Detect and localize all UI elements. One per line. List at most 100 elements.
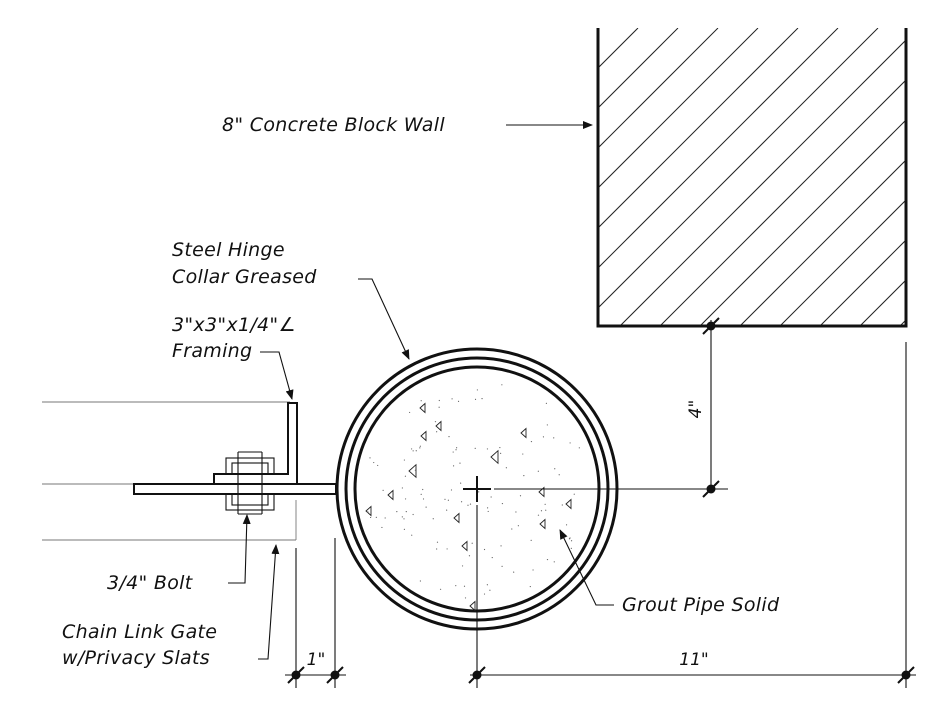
grout-speck bbox=[478, 491, 480, 493]
grout-speck bbox=[554, 468, 556, 470]
grout-speck bbox=[553, 561, 555, 563]
grout-speck bbox=[467, 504, 469, 506]
hatch-line bbox=[598, 28, 799, 229]
framing-callout: 3"x3"x1/4"∠ Framing bbox=[172, 314, 295, 400]
grout-speck bbox=[570, 540, 573, 542]
gap-dimension-label: 1" bbox=[307, 650, 326, 670]
grout-speck bbox=[537, 514, 540, 516]
grout-speck bbox=[578, 447, 580, 449]
grout-aggregate bbox=[565, 498, 572, 510]
framing-label-line2: Framing bbox=[172, 340, 252, 362]
dimension-gap: 1" bbox=[285, 538, 346, 688]
collar-label-line2: Collar Greased bbox=[172, 266, 317, 288]
grout-speck bbox=[419, 447, 421, 449]
horizontal-offset-dimension-label: 11" bbox=[679, 650, 708, 670]
grout-speck bbox=[570, 547, 572, 549]
bolt-callout: 3/4" Bolt bbox=[107, 514, 251, 594]
grout-speck bbox=[530, 539, 532, 541]
grout-speck bbox=[410, 448, 413, 450]
grout-speck bbox=[455, 449, 457, 451]
wall-hatching bbox=[598, 28, 906, 326]
hatch-line bbox=[739, 159, 906, 326]
grout-speck bbox=[490, 496, 492, 498]
grout-speck bbox=[392, 493, 394, 495]
grout-aggregate bbox=[420, 430, 427, 442]
grout-speck bbox=[468, 555, 471, 557]
grout-speck bbox=[438, 399, 440, 402]
hatch-line bbox=[659, 79, 906, 326]
grout-speck bbox=[483, 548, 486, 551]
grout-speck bbox=[451, 398, 453, 400]
grout-speck bbox=[544, 503, 546, 505]
hatch-line bbox=[598, 28, 679, 109]
grout-speck bbox=[483, 593, 486, 595]
concrete-block-wall bbox=[596, 28, 908, 328]
hatch-line bbox=[598, 28, 639, 69]
grout-speck bbox=[422, 498, 425, 500]
grout-aggregate bbox=[539, 518, 546, 530]
grout-speck bbox=[401, 516, 403, 518]
grout-speck bbox=[519, 495, 522, 497]
grout-aggregate bbox=[419, 402, 426, 414]
grout-speck bbox=[405, 511, 407, 513]
grout-speck bbox=[446, 509, 448, 511]
grout-speck bbox=[542, 436, 545, 438]
grout-speck bbox=[450, 489, 453, 491]
grout-speck bbox=[420, 493, 422, 495]
grout-speck bbox=[501, 384, 503, 386]
grout-speck bbox=[382, 489, 384, 491]
grout-speck bbox=[448, 436, 450, 438]
grout-speck bbox=[403, 518, 405, 520]
grout-speck bbox=[511, 528, 513, 530]
grout-speck bbox=[409, 411, 411, 414]
grout-speck bbox=[573, 493, 575, 495]
grout-aggregate bbox=[520, 427, 527, 439]
grout-speck bbox=[432, 518, 434, 520]
hatch-line bbox=[598, 28, 879, 309]
grout-speck bbox=[517, 525, 519, 527]
dimension-vertical-offset: 4" bbox=[494, 317, 728, 498]
gate-label-line1: Chain Link Gate bbox=[62, 621, 217, 643]
grout-speck bbox=[523, 475, 525, 477]
grout-speck bbox=[460, 482, 462, 484]
grout-speck bbox=[537, 470, 539, 472]
grout-speck bbox=[505, 467, 507, 469]
grout-speck bbox=[401, 487, 403, 489]
grout-speck bbox=[367, 511, 369, 513]
grout-speck bbox=[422, 488, 424, 491]
grout-speck bbox=[471, 542, 473, 544]
grout-speck bbox=[464, 597, 467, 599]
grout-speck bbox=[420, 400, 422, 402]
collar-label-line1: Steel Hinge bbox=[172, 239, 285, 261]
vertical-offset-dimension-label: 4" bbox=[686, 400, 706, 419]
grout-speck bbox=[540, 510, 543, 512]
grout-speck bbox=[436, 541, 439, 543]
grout-speck bbox=[415, 450, 417, 452]
grout-speck bbox=[532, 569, 534, 571]
grout-speck bbox=[545, 402, 547, 404]
grout-speck bbox=[474, 447, 476, 449]
grout-speck bbox=[499, 446, 501, 449]
grout-speck bbox=[438, 406, 440, 408]
grout-speck bbox=[546, 558, 549, 561]
grout-speck bbox=[377, 464, 379, 467]
grout-speck bbox=[487, 510, 489, 513]
grout-aggregate bbox=[469, 600, 476, 612]
grout-speck bbox=[565, 524, 568, 526]
grout-speck bbox=[419, 580, 421, 582]
grout-speck bbox=[546, 424, 548, 426]
grout-speck bbox=[460, 501, 463, 503]
grout-speck bbox=[513, 571, 515, 573]
grout-speck bbox=[444, 498, 446, 500]
grout-speck bbox=[419, 445, 421, 447]
grout-speck bbox=[522, 453, 524, 455]
grout-speck bbox=[457, 400, 460, 402]
grout-speck bbox=[489, 589, 491, 591]
hinge-strap bbox=[133, 483, 337, 495]
grout-speck bbox=[434, 421, 437, 423]
grout-speck bbox=[501, 502, 504, 505]
grout-aggregate bbox=[453, 512, 460, 524]
grout-speck bbox=[545, 509, 547, 511]
grout-speck bbox=[375, 516, 377, 518]
grout-speck bbox=[500, 452, 502, 454]
